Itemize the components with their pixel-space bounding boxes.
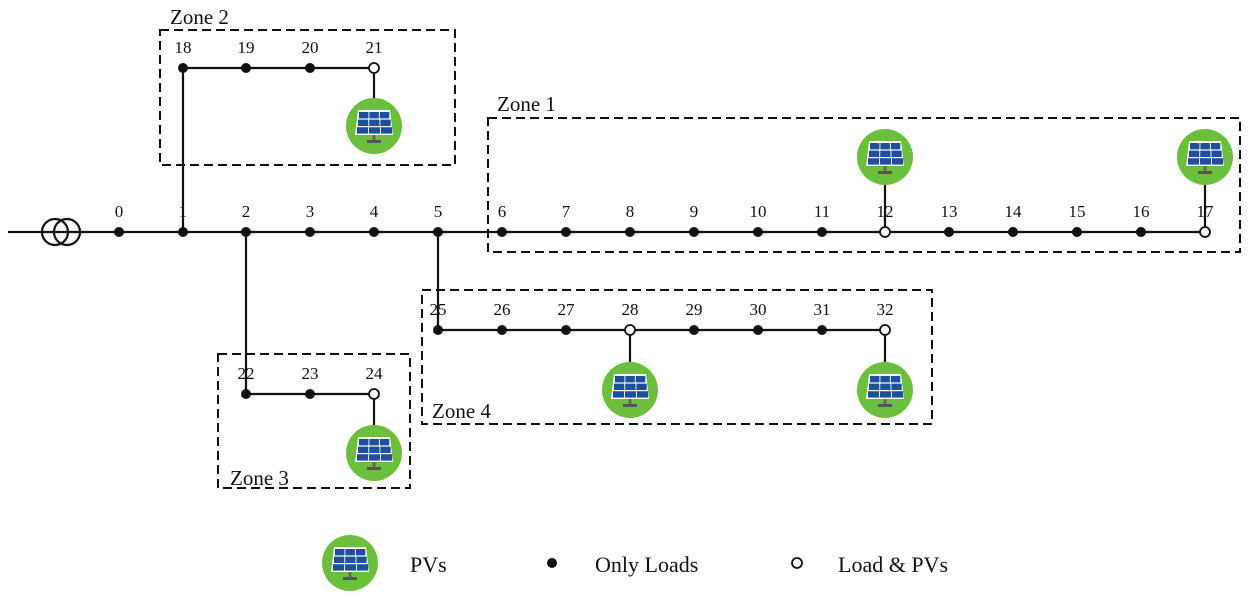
- bus-load: [178, 63, 188, 73]
- bus-load: [305, 227, 315, 237]
- bus-load: [178, 227, 188, 237]
- bus-label: 15: [1069, 202, 1086, 221]
- bus-label: 19: [238, 38, 255, 57]
- pv-icon: [346, 425, 402, 481]
- bus-label: 14: [1005, 202, 1023, 221]
- zone2-boundary: [159, 29, 456, 166]
- transformer-icon: [40, 217, 82, 247]
- bus-load: [497, 325, 507, 335]
- legend: PVs Only Loads Load & PVs: [322, 535, 948, 591]
- bus-load: [305, 63, 315, 73]
- bus-label: 18: [175, 38, 192, 57]
- bus-load: [817, 325, 827, 335]
- bus-load: [689, 227, 699, 237]
- bus-label: 28: [622, 300, 639, 319]
- bus-label: 29: [686, 300, 703, 319]
- bus-label: 1: [179, 202, 188, 221]
- legend-load-label: Only Loads: [595, 552, 698, 577]
- bus-label: 23: [302, 364, 319, 383]
- bus-label: 31: [814, 300, 831, 319]
- pv-icon: [346, 98, 402, 154]
- bus-label: 21: [366, 38, 383, 57]
- bus-load: [561, 227, 571, 237]
- bus-load: [497, 227, 507, 237]
- legend-load-pv-label: Load & PVs: [838, 552, 948, 577]
- pv-icon: [602, 362, 658, 418]
- bus-label: 26: [494, 300, 511, 319]
- zone4-label: Zone 4: [432, 399, 491, 423]
- bus-label: 13: [941, 202, 958, 221]
- bus-load-pv: [624, 324, 636, 336]
- bus-label: 30: [750, 300, 767, 319]
- bus-load-pv: [1199, 226, 1211, 238]
- legend-pv-icon: [322, 535, 378, 591]
- bus-label: 17: [1197, 202, 1215, 221]
- bus-load: [817, 227, 827, 237]
- bus-load: [241, 389, 251, 399]
- bus-load: [753, 227, 763, 237]
- legend-pv-label: PVs: [410, 552, 447, 577]
- bus-load: [944, 227, 954, 237]
- bus-load-pv: [879, 324, 891, 336]
- pv-icon: [857, 129, 913, 185]
- bus-load: [561, 325, 571, 335]
- bus-load: [114, 227, 124, 237]
- legend-load-dot: [547, 558, 557, 568]
- bus-label: 22: [238, 364, 255, 383]
- bus-load-pv: [368, 388, 380, 400]
- bus-load: [241, 227, 251, 237]
- bus-load: [689, 325, 699, 335]
- bus-load: [369, 227, 379, 237]
- zone2-label: Zone 2: [170, 5, 229, 29]
- bus-load: [241, 63, 251, 73]
- bus-label: 5: [434, 202, 443, 221]
- bus-label: 12: [877, 202, 894, 221]
- bus-label: 2: [242, 202, 251, 221]
- bus-load-pv: [879, 226, 891, 238]
- bus-label: 0: [115, 202, 124, 221]
- bus-label: 25: [430, 300, 447, 319]
- bus-label: 20: [302, 38, 319, 57]
- bus-label: 3: [306, 202, 315, 221]
- zone3-label: Zone 3: [230, 466, 289, 490]
- zone4-boundary: [421, 289, 933, 425]
- bus-label: 32: [877, 300, 894, 319]
- bus-label: 16: [1133, 202, 1150, 221]
- bus-load: [433, 227, 443, 237]
- bus-label: 24: [366, 364, 384, 383]
- bus-label: 6: [498, 202, 507, 221]
- pv-icon: [1177, 129, 1233, 185]
- bus-label: 4: [370, 202, 379, 221]
- bus-label: 10: [750, 202, 767, 221]
- pv-icon: [857, 362, 913, 418]
- zone3-boundary: [217, 353, 411, 489]
- bus-label: 8: [626, 202, 635, 221]
- bus-label: 27: [558, 300, 576, 319]
- bus-load: [305, 389, 315, 399]
- bus-load: [625, 227, 635, 237]
- legend-load-pv-dot: [791, 557, 803, 569]
- bus-load-pv: [368, 62, 380, 74]
- zone1-label: Zone 1: [497, 92, 556, 116]
- bus-load: [1072, 227, 1082, 237]
- bus-label: 11: [814, 202, 830, 221]
- bus-load: [1136, 227, 1146, 237]
- bus-load: [753, 325, 763, 335]
- zone1-boundary: [487, 117, 1241, 253]
- bus-label: 7: [562, 202, 571, 221]
- bus-load: [1008, 227, 1018, 237]
- bus-load: [433, 325, 443, 335]
- bus-label: 9: [690, 202, 699, 221]
